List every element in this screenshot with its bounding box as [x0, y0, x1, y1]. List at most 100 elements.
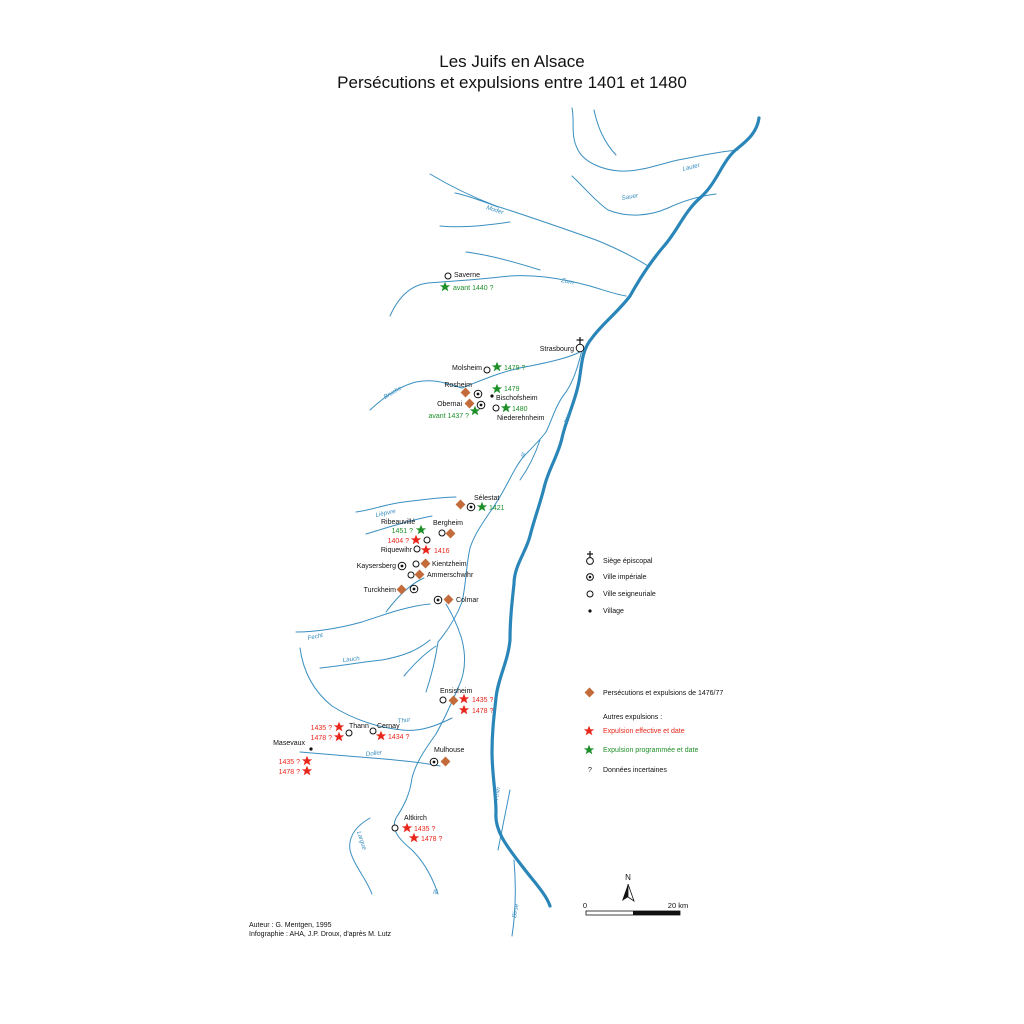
river-rhin-south-branch: [497, 789, 511, 851]
label-molsheim: Molsheim: [452, 365, 482, 372]
town-symbols: [345, 272, 585, 832]
label-zorn: Zorn: [560, 277, 575, 287]
legend-effective-star: [583, 725, 595, 736]
label-ensisheim: Ensisheim: [440, 688, 472, 695]
label-bruche: Bruche: [383, 385, 404, 401]
town-thann-symbol: [345, 729, 353, 737]
label-kaysersberg: Kaysersberg: [357, 563, 396, 570]
date-thann-1435: 1435 ?: [311, 725, 333, 732]
persecution-markers: [396, 387, 595, 767]
town-saverne-symbol: [444, 272, 452, 280]
river-zorn: [389, 275, 627, 317]
date-masevaux-1435: 1435 ?: [279, 759, 301, 766]
date-obernai: avant 1437 ?: [429, 413, 470, 420]
star-altkirch-1478: [408, 832, 420, 843]
town-ribeauville-symbol: [423, 536, 431, 544]
river-thur-branch: [425, 641, 439, 693]
star-masevaux-1435: [301, 755, 313, 766]
label-kientzheim: Kientzheim: [432, 561, 467, 568]
river-fecht: [295, 603, 431, 633]
legend-question-mark: ?: [588, 767, 592, 774]
star-ensisheim-1478: [458, 704, 470, 715]
river-bruche: [369, 351, 581, 411]
legend-episcopal-symbol: [586, 557, 594, 565]
label-doller: Doller: [365, 749, 383, 758]
town-ammerschwihr-symbol: [407, 571, 415, 579]
label-fecht: Fecht: [307, 632, 324, 642]
date-altkirch-1478: 1478 ?: [421, 836, 443, 843]
date-riquewihr: 1416: [434, 548, 450, 555]
star-ribeauville-1404: [410, 534, 422, 545]
date-thann-1478: 1478 ?: [311, 735, 333, 742]
label-riquewihr: Riquewihr: [381, 547, 413, 554]
river-ill-north: [437, 349, 583, 643]
diamond-bergheim: [445, 528, 456, 539]
label-colmar: Colmar: [456, 597, 479, 604]
star-riquewihr: [420, 544, 432, 555]
strasbourg-cross-icon: [576, 337, 584, 345]
star-thann-1435: [333, 721, 345, 732]
scale-bar-filled: [633, 911, 680, 915]
legend-cross-icon: [587, 551, 593, 558]
town-kientzheim-symbol: [412, 560, 420, 568]
map-title: Les Juifs en Alsace: [439, 52, 585, 71]
label-thur: Thur: [397, 716, 412, 725]
river-network: [295, 107, 739, 937]
village-bischofsheim-symbol: [490, 394, 494, 398]
diamond-turckheim: [396, 584, 407, 595]
date-cernay: 1434 ?: [388, 734, 410, 741]
star-thann-1478: [333, 731, 345, 742]
star-altkirch-1435: [401, 822, 413, 833]
legend-seigneurial-label: Ville seigneuriale: [603, 591, 656, 598]
date-rosheim: 1479: [504, 386, 520, 393]
river-lievre: [355, 496, 457, 513]
label-turckheim: Turckheim: [364, 587, 397, 594]
river-moder-branch2: [439, 221, 511, 228]
label-cernay: Cernay: [377, 723, 400, 730]
label-sauer: Sauer: [621, 192, 639, 202]
legend-effective-label: Expulsion effective et date: [603, 728, 685, 735]
credits: Auteur : G. Mentgen, 1995 Infographie : …: [249, 921, 391, 939]
date-masevaux-1478: 1478 ?: [279, 769, 301, 776]
river-lievre-branch: [365, 515, 433, 535]
village-masevaux-symbol: [309, 747, 313, 751]
label-rhin-north: Rhin: [563, 410, 574, 425]
river-moder-branch: [454, 192, 499, 208]
date-ribeauville-1451: 1451 ?: [392, 528, 414, 535]
credits-author: Auteur : G. Mentgen, 1995: [249, 922, 332, 929]
legend-imperial-label: Ville impériale: [603, 574, 647, 581]
legend-imperial-dot: [588, 575, 592, 579]
river-birse: [511, 859, 516, 937]
label-birse: Birse: [511, 903, 520, 919]
label-bischofsheim: Bischofsheim: [496, 395, 538, 402]
label-altkirch: Altkirch: [404, 815, 427, 822]
label-lievre: Lièpvre: [375, 508, 397, 519]
north-arrow-left: [622, 884, 628, 901]
label-selestat: Sélestat: [474, 495, 499, 502]
river-zorn-branch: [465, 251, 541, 271]
river-largue: [349, 817, 373, 895]
legend-uncertain-label: Données incertaines: [603, 767, 667, 774]
star-selestat: [476, 501, 488, 512]
turckheim-dot: [412, 587, 416, 591]
label-obernai: Obernai: [437, 401, 462, 408]
legend-seigneurial-symbol: [586, 590, 594, 598]
date-altkirch-1435: 1435 ?: [414, 826, 436, 833]
label-rhin-south: Rhin: [493, 786, 502, 800]
place-labels: Saverne Strasbourg Molsheim Rosheim Bisc…: [273, 272, 574, 822]
star-ribeauville: [415, 524, 427, 535]
scale-zero-label: 0: [583, 901, 587, 910]
river-fecht-branch: [385, 577, 425, 613]
date-ensisheim-1435: 1435 ?: [472, 697, 494, 704]
map-subtitle: Persécutions et expulsions entre 1401 et…: [337, 73, 687, 92]
diamond-mulhouse: [440, 756, 451, 767]
river-doller: [299, 751, 441, 767]
star-molsheim: [491, 361, 503, 372]
date-ensisheim-1478: 1478 ?: [472, 708, 494, 715]
town-niederehnheim-symbol: [492, 404, 500, 412]
label-ammerschwihr: Ammerschwihr: [427, 572, 474, 579]
town-bergheim-symbol: [438, 529, 446, 537]
label-ill-north: Ill: [520, 451, 529, 459]
